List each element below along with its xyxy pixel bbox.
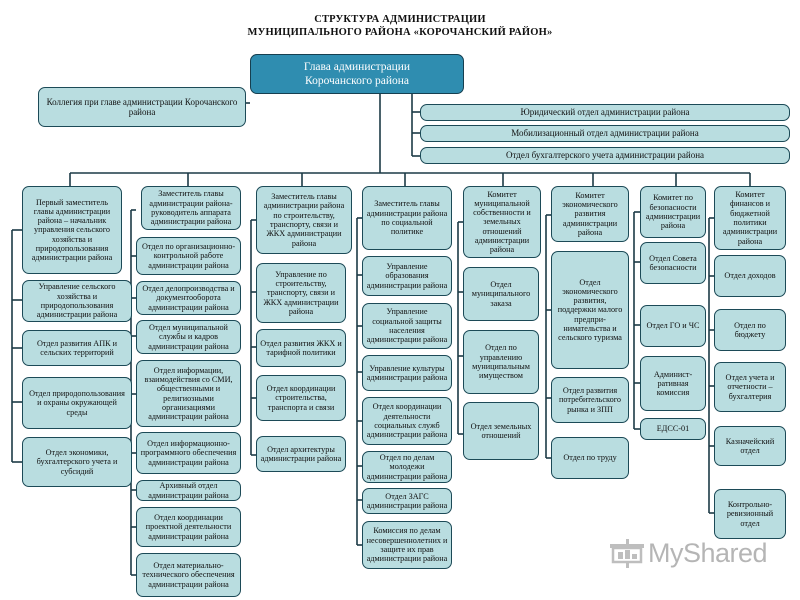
column-7-head: Комитет по безопасности администрации ра… [640,186,706,238]
column-2-item-6: Архивный отдел администрации района [136,480,241,501]
presentation-board-icon [610,539,644,568]
column-7-item-3: Админист-ративная комиссия [640,356,706,411]
side-department-legal: Юридический отдел администрации района [420,104,790,121]
watermark-text: MyShared [648,537,768,568]
collegium-box: Коллегия при главе администрации Корочан… [38,87,246,127]
column-8-item-1: Отдел доходов [714,255,786,297]
column-4-item-5: Отдел по делам молодежи администрации ра… [362,451,452,483]
column-2-item-5: Отдел информационно-программного обеспеч… [136,432,241,474]
column-4-item-6: Отдел ЗАГС администрации района [362,488,452,514]
column-6-item-3: Отдел по труду [551,437,629,479]
chart-title-line-2: МУНИЦИПАЛЬНОГО РАЙОНА «КОРОЧАНСКИЙ РАЙОН… [247,27,553,38]
column-8-item-3: Отдел учета и отчетности – бухгалтерия [714,362,786,412]
side-department-accounting: Отдел бухгалтерского учета администрации… [420,147,790,164]
column-2-head: Заместитель главы администрации района-р… [141,186,241,230]
column-5-item-1: Отдел муниципального заказа [463,267,539,321]
column-5-head: Комитет муниципальной собственности и зе… [463,186,541,258]
column-8-item-4: Казначейский отдел [714,426,786,466]
side-department-mobilization: Мобилизационный отдел администрации райо… [420,125,790,142]
column-4-head: Заместитель главы администрации района п… [362,186,452,250]
column-3-head: Заместитель главы администрации района п… [256,186,352,254]
column-4-item-1: Управление образования администрации рай… [362,256,452,296]
column-2-item-2: Отдел делопроизводства и документооборот… [136,281,241,315]
column-1-item-2: Отдел развития АПК и сельских территорий [22,330,132,366]
head-line-1: Глава администрации [303,60,411,73]
column-5-item-2: Отдел по управлению муниципальным имущес… [463,330,539,394]
column-3-item-4: Отдел архитектуры администрации района [256,436,346,472]
column-1-item-4: Отдел экономики, бухгалтерского учета и … [22,437,132,487]
column-3-item-3: Отдел координации строительства, транспо… [256,375,346,421]
column-6-head: Комитет экономического развития админист… [551,186,629,242]
column-4-item-2: Управление социальной защиты населения а… [362,303,452,349]
column-4-item-4: Отдел координации деятельности социальны… [362,397,452,445]
column-2-item-8: Отдел материально-технического обеспечен… [136,553,241,597]
column-6-item-1: Отдел экономического развития, поддержки… [551,251,629,369]
column-3-item-2: Отдел развития ЖКХ и тарифной политики [256,329,346,367]
head-line-2: Корочанского района [304,75,409,87]
column-8-item-5: Контрольно-ревизионный отдел [714,489,786,539]
column-2-item-4: Отдел информации, взаимодействия со СМИ,… [136,360,241,427]
watermark: MyShared [608,535,788,571]
column-8-head: Комитет финансов и бюджетной политики ад… [714,186,786,250]
column-2-item-3: Отдел муниципальной службы и кадров адми… [136,320,241,354]
column-1-head: Первый заместитель главы администрации р… [22,186,122,274]
column-4-item-7: Комиссия по делам несовершеннолетних и з… [362,521,452,569]
column-7-item-4: ЕДСС-01 [640,418,706,440]
column-1-item-1: Управление сельского хозяйства и природо… [22,280,132,322]
column-2-item-1: Отдел по организационно-контрольной рабо… [136,237,241,275]
column-7-item-1: Отдел Совета безопасности [640,242,706,284]
chart-title-line-1: СТРУКТУРА АДМИНИСТРАЦИИ [314,14,486,25]
column-4-item-3: Управление культуры администрации района [362,355,452,391]
column-7-item-2: Отдел ГО и ЧС [640,305,706,347]
column-3-item-1: Управление по строительству, транспорту,… [256,263,346,323]
column-8-item-2: Отдел по бюджету [714,309,786,351]
column-1-item-3: Отдел природопользования и охраны окружа… [22,377,132,429]
column-5-item-3: Отдел земельных отношений [463,402,539,460]
column-2-item-7: Отдел координации проектной деятельности… [136,507,241,547]
column-6-item-2: Отдел развития потребительского рынка и … [551,377,629,423]
